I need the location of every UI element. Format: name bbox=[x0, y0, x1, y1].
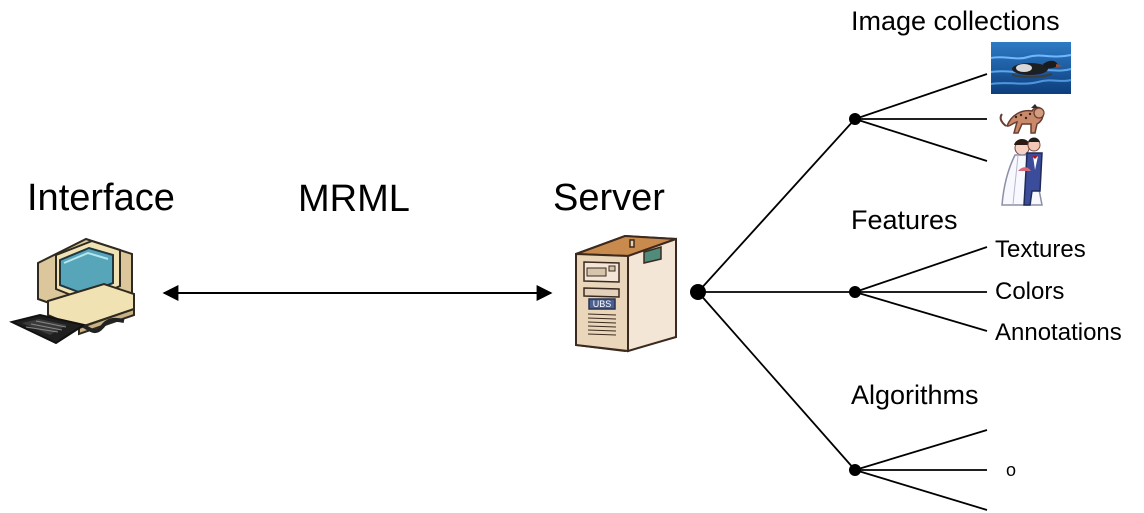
wedding-couple-icon bbox=[1001, 137, 1043, 206]
interface-label: Interface bbox=[27, 177, 175, 219]
server-root-node bbox=[690, 284, 706, 300]
branch-lines bbox=[697, 73, 988, 511]
computer-icon bbox=[9, 237, 135, 345]
duck-icon bbox=[990, 42, 1072, 94]
features-label: Features bbox=[851, 205, 958, 235]
image-collections-node bbox=[849, 113, 861, 125]
server-label: Server bbox=[553, 177, 665, 219]
image-collections-label: Image collections bbox=[851, 6, 1060, 36]
feature-item-textures: Textures bbox=[995, 236, 1086, 263]
feature-item-colors: Colors bbox=[995, 278, 1064, 305]
cheetah-icon bbox=[999, 104, 1045, 134]
mrml-label: MRML bbox=[298, 178, 410, 220]
algorithms-label: Algorithms bbox=[851, 380, 979, 410]
algorithm-item-2: o bbox=[1006, 460, 1016, 480]
feature-item-annotations: Annotations bbox=[995, 319, 1122, 346]
features-node bbox=[849, 286, 861, 298]
algorithms-node bbox=[849, 464, 861, 476]
server-badge-label: UBS bbox=[593, 299, 612, 309]
server-icon: UBS bbox=[575, 234, 677, 353]
server-badge bbox=[588, 298, 616, 310]
